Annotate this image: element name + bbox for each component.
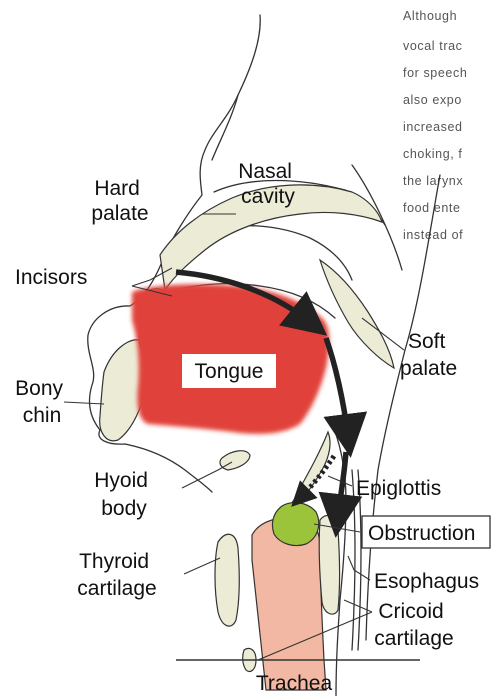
annotation-text: Although vocal trac for speech also expo… [403,9,467,242]
trachea-label: Trachea [256,672,333,695]
annotation-line: increased [403,120,463,134]
hyoid-body-shape [220,451,250,470]
cricoid-cartilage-shape [319,515,339,614]
nasal-cavity-label: Nasal cavity [238,160,298,208]
incisors-label: Incisors [15,266,87,289]
hyoid-body-label: Hyoid body [94,469,154,520]
annotation-line: for speech [403,66,467,80]
epiglottis-label: Epiglottis [356,477,441,500]
tongue: Tongue [132,284,329,434]
annotation-line: the larynx [403,174,463,188]
obstruction-shape [272,503,318,546]
annotation-line: Although [403,9,457,23]
bony-chin-label: Bony chin [15,377,69,427]
annotation-line: also expo [403,93,462,107]
esophagus-arrow [338,452,346,516]
annotation-line: vocal trac [403,39,463,53]
esophagus-label: Esophagus [374,570,479,593]
annotation-line: instead of [403,228,463,242]
thyroid-cartilage-shape [215,534,239,626]
soft-palate-label: Soft palate [400,330,457,380]
thyroid-cartilage-label: Thyroid cartilage [77,550,156,600]
hard-palate-label: Hard palate [91,177,148,225]
obstruction-label: Obstruction [368,522,475,545]
pharynx-arrow [326,338,348,436]
cricoid-cartilage-label: Cricoid cartilage [374,600,453,650]
annotation-line: food ente [403,201,461,215]
tongue-label: Tongue [195,360,264,383]
annotation-line: choking, f [403,147,463,161]
